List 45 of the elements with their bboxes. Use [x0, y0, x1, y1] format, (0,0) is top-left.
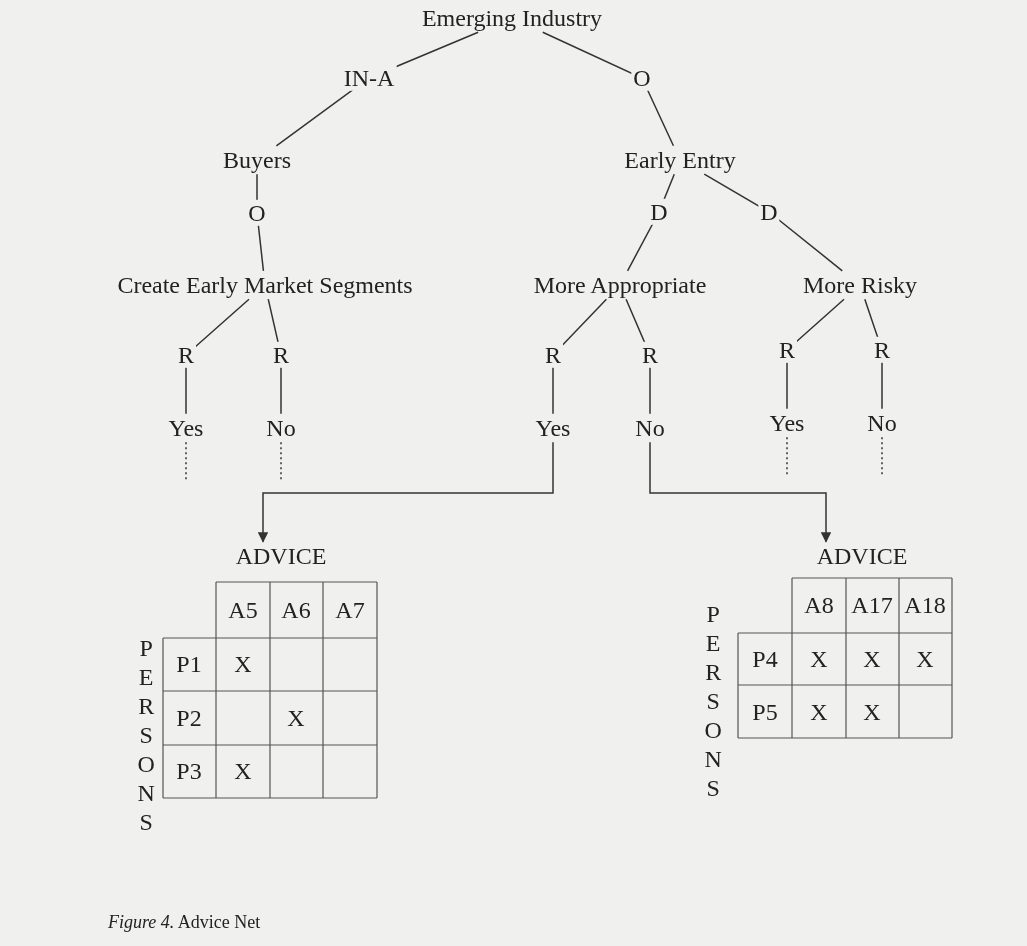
edge-label: R: [640, 341, 660, 369]
node-label: ADVICE: [235, 542, 327, 570]
edge-label: R: [872, 336, 892, 364]
check-mark: X: [863, 645, 881, 673]
row-heading: P3: [176, 757, 202, 785]
arrow: [649, 441, 832, 543]
node-label: No: [635, 414, 665, 442]
row-heading: P2: [176, 704, 202, 732]
edge-label: R: [271, 341, 291, 369]
node-label: Yes: [168, 414, 204, 442]
edge-label: O: [246, 199, 268, 227]
node-label: Yes: [535, 414, 571, 442]
axis-title: PERSONS: [699, 600, 727, 804]
edge-label: R: [543, 341, 563, 369]
column-heading: A5: [228, 596, 258, 624]
column-heading: A18: [904, 591, 946, 619]
check-mark: X: [810, 698, 828, 726]
check-mark: X: [810, 645, 828, 673]
check-mark: X: [287, 704, 305, 732]
node-label: Early Entry: [624, 146, 736, 174]
node-label: ADVICE: [816, 542, 908, 570]
column-heading: A7: [335, 596, 365, 624]
node-label: More Risky: [803, 271, 917, 299]
arrow: [257, 441, 554, 543]
node-label: No: [266, 414, 296, 442]
axis-title: PERSONS: [132, 634, 160, 838]
node-label: Buyers: [223, 146, 291, 174]
figure-caption: Figure 4. Advice Net: [108, 912, 261, 933]
node-label: Emerging Industry: [421, 4, 603, 32]
node-label: No: [867, 409, 897, 437]
node-label: Yes: [769, 409, 805, 437]
row-heading: P5: [752, 698, 778, 726]
column-heading: A8: [804, 591, 834, 619]
column-heading: A6: [281, 596, 311, 624]
node-label: Create Early Market Segments: [117, 271, 413, 299]
node-label: More Appropriate: [533, 271, 707, 299]
row-heading: P4: [752, 645, 778, 673]
row-heading: P1: [176, 650, 202, 678]
edge-label: IN-A: [341, 64, 397, 92]
edge-label: D: [648, 198, 670, 226]
column-heading: A17: [851, 591, 893, 619]
check-mark: X: [234, 757, 252, 785]
check-mark: X: [234, 650, 252, 678]
check-mark: X: [863, 698, 881, 726]
check-mark: X: [916, 645, 934, 673]
